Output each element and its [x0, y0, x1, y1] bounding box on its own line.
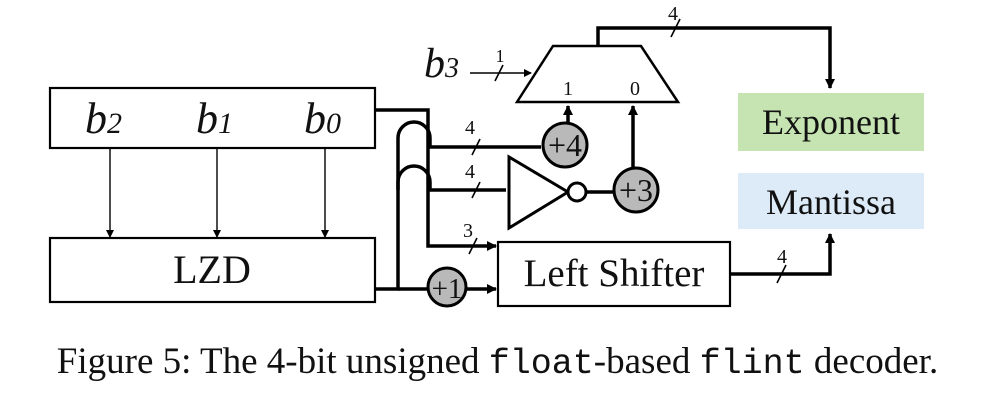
- input-bits-box: [48, 86, 377, 150]
- bus-width-mux-out: 4: [668, 3, 678, 25]
- mantissa-box: [738, 173, 924, 229]
- plus4-adder: [541, 121, 589, 169]
- lzd-to-inverter-wire: [396, 164, 506, 192]
- bus-tick-plus4: [471, 138, 481, 156]
- bus-width-shifter-out: 4: [777, 246, 787, 268]
- input-bit-b2: b2: [85, 94, 122, 143]
- caption-code-float: float: [488, 344, 594, 384]
- input-to-shifter-wire: [375, 108, 497, 251]
- bus-tick-shifter-out: [776, 264, 787, 284]
- mux-to-exponent-wire: [596, 26, 835, 89]
- exponent-box: [738, 93, 924, 151]
- caption-prefix: Figure 5: The 4-bit unsigned: [56, 341, 489, 382]
- caption-middle: -based: [593, 341, 700, 382]
- bus-width-b3: 1: [496, 46, 505, 66]
- bus-tick-inverter: [471, 181, 481, 199]
- mux-input-1-label: 1: [563, 78, 573, 100]
- caption-suffix: decoder.: [804, 341, 939, 382]
- lzd-to-plus4-wire: [396, 120, 541, 149]
- inverter-bubble: [566, 181, 588, 203]
- plus1-adder: [426, 266, 468, 308]
- multiplexer: [514, 44, 681, 104]
- left-shifter-block: [496, 240, 732, 308]
- figure-caption: Figure 5: The 4-bit unsigned float-based…: [0, 340, 995, 384]
- plus3-label: +3: [619, 172, 653, 208]
- bus-width-to-inverter: 4: [465, 161, 475, 183]
- mantissa-label: Mantissa: [766, 182, 896, 222]
- input-bit-b0: b0: [304, 94, 341, 143]
- lzd-label: LZD: [173, 247, 251, 292]
- bus-tick-mux-out: [670, 18, 681, 38]
- lzd-block: [48, 236, 377, 304]
- bus-tick-b3: [494, 64, 504, 82]
- exponent-label: Exponent: [762, 102, 900, 142]
- inverter-gate: [507, 154, 571, 231]
- shifter-to-mantissa-wire: [730, 233, 835, 276]
- flint-decoder-diagram: b2 b1 b0 LZD 3 4 4 +1 Left Shifter +3 +4: [48, 3, 924, 308]
- input-bit-b3: b3: [424, 41, 459, 87]
- left-shifter-label: Left Shifter: [524, 252, 705, 295]
- mux-input-0-label: 0: [630, 78, 640, 100]
- lzd-output-wire: [375, 147, 400, 291]
- plus1-label: +1: [432, 273, 463, 305]
- input-bit-b1: b1: [196, 94, 233, 143]
- caption-code-flint: flint: [699, 344, 805, 384]
- plus3-adder: [612, 166, 660, 214]
- bus-tick-shifter-in: [468, 237, 478, 255]
- bus-width-to-plus4: 4: [465, 117, 475, 139]
- bus-width-shifter-in: 3: [463, 220, 473, 242]
- plus4-label: +4: [548, 127, 582, 163]
